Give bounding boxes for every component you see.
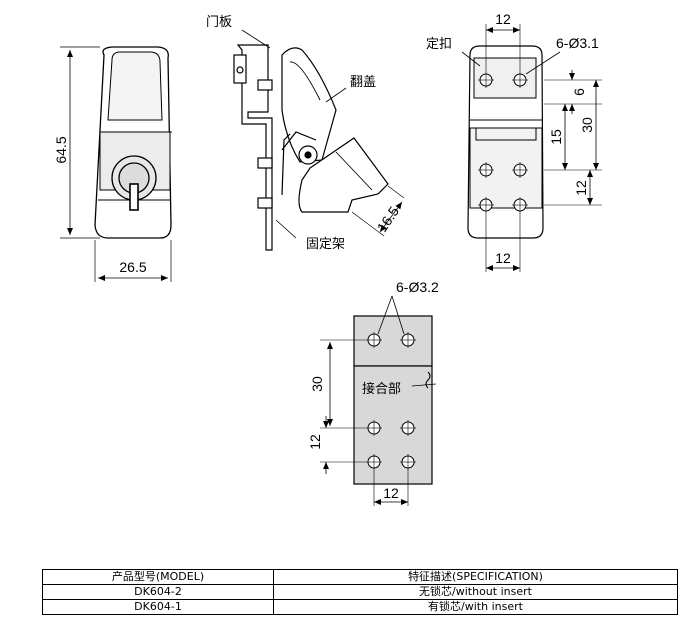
front-view xyxy=(60,46,172,282)
lid-label: 翻盖 xyxy=(350,75,376,90)
header-spec: 特征描述(SPECIFICATION) xyxy=(273,569,678,585)
row-model: DK604-1 xyxy=(42,599,274,615)
back-dim-6: 6 xyxy=(571,88,587,96)
front-height-dim: 64.5 xyxy=(53,136,69,163)
plate-dim-12-side: 12 xyxy=(307,434,323,450)
lid xyxy=(281,47,337,163)
row-spec: 有锁芯/with insert xyxy=(273,599,678,615)
plate-view xyxy=(320,295,437,506)
back-dim-30: 30 xyxy=(579,117,595,133)
joint-label: 接合部 xyxy=(362,381,401,397)
technical-drawing: 64.5 26.5 门板 翻盖 固定架 16.5 xyxy=(53,11,602,506)
back-bottom-width-dim: 12 xyxy=(495,250,511,266)
row-spec: 无锁芯/without insert xyxy=(273,584,678,600)
plate-bottom-width-dim: 12 xyxy=(383,485,399,501)
bracket xyxy=(298,137,389,213)
door-plate-label: 门板 xyxy=(206,15,232,30)
side-view xyxy=(233,29,405,251)
header-model: 产品型号(MODEL) xyxy=(42,569,274,585)
catch-label: 定扣 xyxy=(426,37,452,52)
front-width-dim: 26.5 xyxy=(119,259,146,275)
door-plate xyxy=(236,44,273,251)
table-row: DK604-1 有锁芯/with insert xyxy=(42,599,678,615)
row-model: DK604-2 xyxy=(42,584,274,600)
key-slot xyxy=(129,183,139,211)
plate-upper xyxy=(353,315,433,367)
bracket-label: 固定架 xyxy=(306,237,345,252)
table-row: DK604-2 无锁芯/without insert xyxy=(42,584,678,600)
back-dim-12-side: 12 xyxy=(573,180,589,196)
back-view xyxy=(461,24,602,272)
back-top-width-dim: 12 xyxy=(495,11,511,27)
plate-hole-callout: 6-Ø3.2 xyxy=(396,279,439,295)
back-hole-callout: 6-Ø3.1 xyxy=(556,35,599,51)
back-dim-15: 15 xyxy=(548,129,564,145)
spec-table: 产品型号(MODEL) 特征描述(SPECIFICATION) DK604-2 … xyxy=(42,569,678,615)
spec-table-header: 产品型号(MODEL) 特征描述(SPECIFICATION) xyxy=(42,569,678,585)
plate-dim-30: 30 xyxy=(309,376,325,392)
